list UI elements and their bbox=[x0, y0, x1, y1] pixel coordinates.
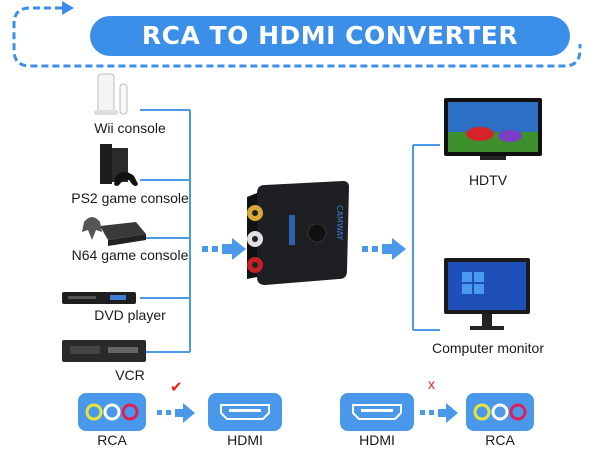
source-label-wii: Wii console bbox=[94, 120, 166, 136]
rca-icon bbox=[473, 403, 527, 421]
vcr-image bbox=[62, 340, 146, 362]
computer-monitor-image bbox=[444, 258, 530, 330]
flow1-to-label: HDMI bbox=[227, 432, 263, 448]
cross-icon: x bbox=[428, 376, 435, 392]
hdmi-port-icon bbox=[352, 404, 402, 420]
wii-console-image bbox=[94, 73, 128, 115]
rca-chip-left bbox=[78, 393, 146, 431]
output-label-hdtv: HDTV bbox=[468, 172, 508, 188]
page-title: RCA TO HDMI CONVERTER bbox=[141, 21, 519, 50]
hdmi-port-icon bbox=[220, 404, 270, 420]
n64-console-image bbox=[82, 217, 146, 246]
hdtv-image bbox=[444, 98, 542, 160]
source-label-dvd: DVD player bbox=[94, 307, 166, 323]
flow2-from-label: HDMI bbox=[359, 432, 395, 448]
converter-box-image: CAMWAY bbox=[247, 181, 349, 285]
dvd-player-image bbox=[62, 292, 136, 304]
flow1-from-label: RCA bbox=[97, 432, 127, 448]
rca-chip-right bbox=[466, 393, 534, 431]
converter-brand-text: CAMWAY bbox=[335, 205, 344, 240]
flow1-arrow bbox=[157, 403, 195, 423]
flow2-to-label: RCA bbox=[485, 432, 515, 448]
check-icon: ✔ bbox=[170, 379, 183, 396]
title-loop-arrow bbox=[12, 1, 582, 68]
hdmi-chip-right bbox=[340, 393, 414, 431]
source-label-ps2: PS2 game console bbox=[71, 190, 189, 206]
source-label-n64: N64 game console bbox=[71, 247, 189, 263]
rca-icon bbox=[85, 403, 139, 421]
source-label-vcr: VCR bbox=[115, 367, 145, 383]
flow2-arrow bbox=[420, 403, 458, 423]
hdmi-chip-left bbox=[208, 393, 282, 431]
output-label-monitor: Computer monitor bbox=[431, 340, 545, 356]
ps2-console-image bbox=[100, 144, 138, 186]
title-banner bbox=[90, 16, 570, 56]
